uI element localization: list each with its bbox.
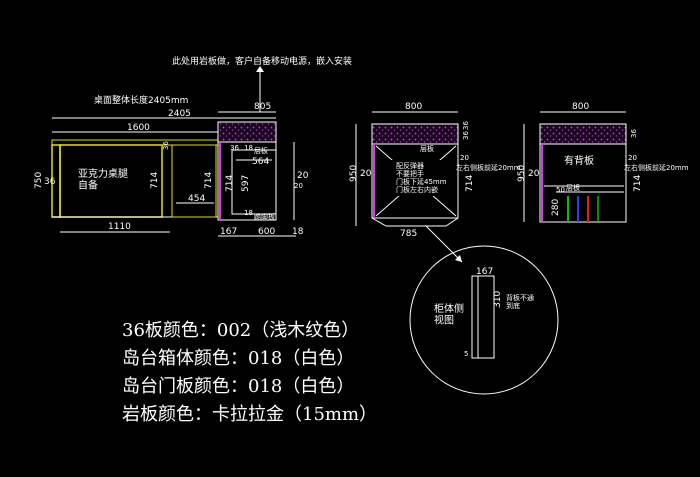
label-kick: 踢脚板 [254,212,275,221]
dim-overall: 2405 [168,109,191,119]
sv1-dim-width: 800 [405,102,422,112]
sv1-dim-714: 714 [465,175,475,192]
dim-small-20: 20 [294,182,303,190]
sv2-dim-714: 714 [633,175,643,192]
spec-line-2: 岛台箱体颜色：018（白色） [122,348,354,369]
sv1-dim-top-36: 36 [462,121,470,130]
dim-cab-right: 18 [292,227,304,237]
sv1-dim-base: 785 [400,229,417,239]
callout-arrow [256,66,264,72]
dim-inner-width: 564 [252,157,269,167]
sv1-top-mark: 层板 [420,144,434,153]
spec-line-1: 36板颜色：002（浅木纹色） [122,320,359,341]
dim-small-36a: 36 [162,141,170,150]
detail-circle: 167 310 5 柜体侧视图 背板不通到底 [409,245,559,395]
dim-inner-height: 597 [241,175,251,192]
dim-small-36b: 36 [230,144,239,152]
dim-mid-height: 714 [204,172,214,189]
sv2-dim-side-20: 20 [528,169,540,179]
detail-dim-5: 5 [464,350,468,358]
dim-cab-inner: 600 [258,227,275,237]
sv2-dim-50: 50 [556,186,565,194]
sv2-dim-36: 36 [630,129,638,138]
sv2-dim-20r: 20 [628,154,637,162]
detail-note: 背板不通到底 [506,293,534,310]
label-shelf: 层板 [254,146,268,155]
dim-mid-gap: 454 [188,194,205,204]
dim-leg-height: 714 [150,172,160,189]
detail-title: 柜体侧视图 [434,302,464,327]
dim-panel-thk: 36 [44,177,56,187]
sv1-dim-side-20: 20 [360,169,372,179]
detail-dim-167: 167 [476,267,493,277]
sv2-dim-280: 280 [551,199,561,216]
sv2-label-shelf: 层板 [566,183,580,192]
detail-dim-310: 310 [493,291,503,308]
dim-height-left: 750 [34,172,44,189]
total-length-note: 桌面整体长度2405mm [94,94,188,106]
label-acrylic-leg: 亚克力桌腿自备 [78,167,128,192]
dim-side-20: 20 [297,171,309,181]
dim-left-width: 1600 [127,123,150,133]
dim-cab-left: 167 [220,227,237,237]
dim-small-18b: 18 [244,209,253,217]
sv2-dim-width: 800 [572,102,589,112]
dim-cabinet-top: 805 [254,102,271,112]
spec-line-4: 岩板颜色：卡拉拉金（15mm） [122,404,377,425]
top-callout-note: 此处用岩板做，客户自备移动电源，嵌入安装 [172,55,352,67]
sv1-dim-height: 950 [349,165,359,182]
dim-bottom-width: 1110 [108,222,131,232]
side-view-2: 800 有背板 层板 50 280 950 20 714 36 20 左右侧板前… [517,102,689,223]
spec-list: 36板颜色：002（浅木纹色） 岛台箱体颜色：018（白色） 岛台门板颜色：01… [122,320,377,425]
dim-cab-height: 714 [225,175,235,192]
sv1-dim-36: 36 [462,131,470,140]
sv2-right-note: 左右侧板前延20mm [624,163,689,172]
sv2-label-back-panel: 有背板 [564,154,594,167]
dim-small-18a: 18 [244,144,253,152]
spec-line-3: 岛台门板颜色：018（白色） [122,376,354,397]
front-view: 2405 1600 805 1110 亚克力桌腿自备 750 36 714 36… [34,102,309,237]
sv1-dim-20r: 20 [460,154,469,162]
sv2-dim-height: 950 [517,165,527,182]
sv1-right-note: 左右侧板前延20mm [456,163,521,172]
stone-top [217,121,277,143]
